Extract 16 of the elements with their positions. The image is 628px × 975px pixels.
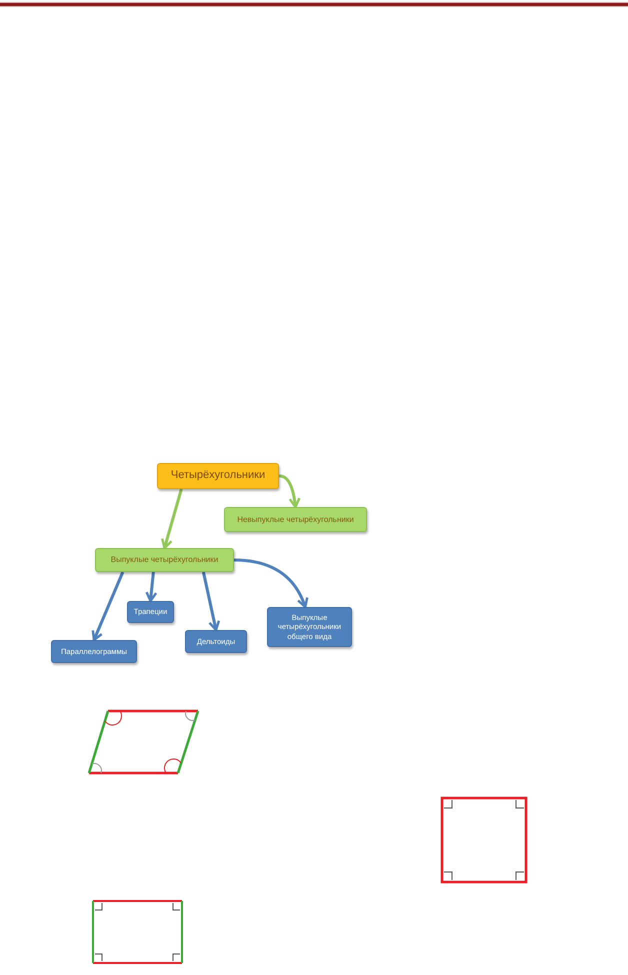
arrow [278,474,300,508]
concept-box [95,548,234,572]
box-label: Выпуклые четырёхугольники [110,555,218,565]
arrow [161,488,183,550]
concept-box [51,640,137,663]
box-label: Четырёхугольники [170,469,266,483]
concept-box [267,607,352,647]
arrow [145,572,158,602]
arrow [202,572,220,632]
concept-box [185,630,247,653]
concept-box [224,507,367,532]
box-label: Невыпуклые четырёхугольники [237,514,354,524]
concept-box [127,601,174,623]
arrow [234,558,308,608]
concept-box [157,463,279,489]
arrow [92,571,124,642]
